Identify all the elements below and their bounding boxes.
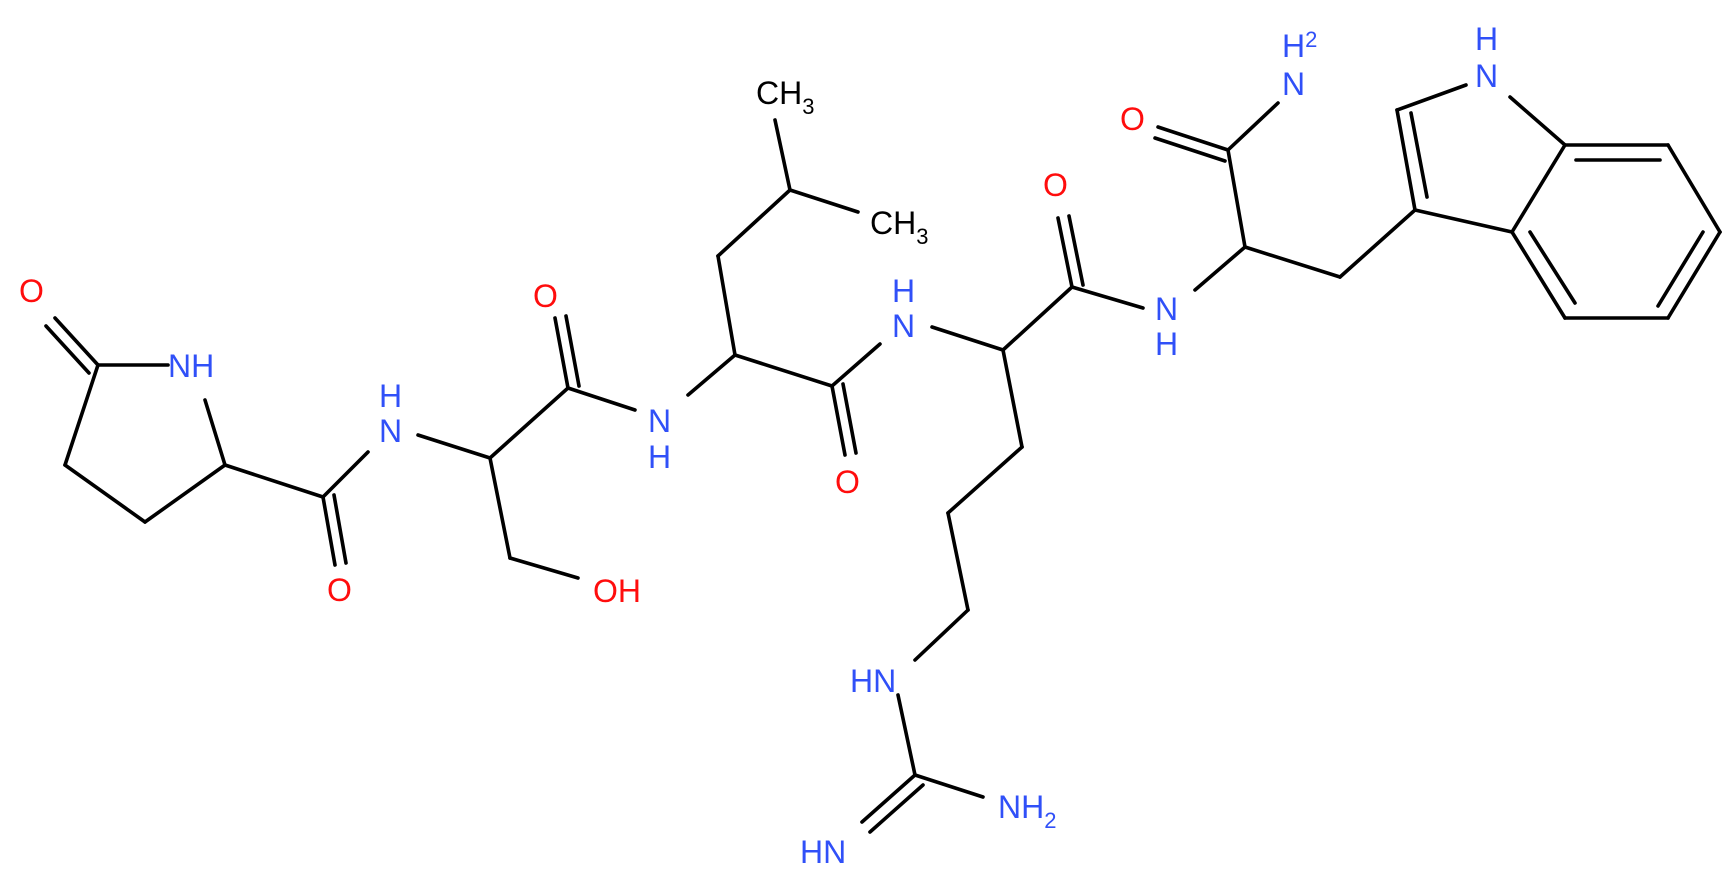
bond bbox=[841, 382, 858, 455]
bond bbox=[553, 316, 570, 390]
bond bbox=[1226, 148, 1247, 249]
bond bbox=[1666, 230, 1722, 320]
guanidine-nh2-subscript: 2 bbox=[1044, 808, 1056, 833]
bond bbox=[63, 463, 147, 524]
bond bbox=[788, 188, 860, 214]
atom-guanidine-nh2: NH2 bbox=[998, 789, 1056, 833]
atom-oxygen: O bbox=[1043, 167, 1068, 203]
bond bbox=[203, 398, 227, 467]
bond bbox=[868, 783, 925, 834]
atom-hydrogen: H bbox=[892, 273, 915, 309]
bond bbox=[44, 324, 91, 375]
amide-h-label: H bbox=[1282, 28, 1305, 64]
bond bbox=[63, 363, 100, 467]
atom-methyl: CH3 bbox=[756, 75, 814, 119]
bond bbox=[1193, 245, 1247, 292]
bond bbox=[1395, 83, 1468, 112]
bond bbox=[1395, 108, 1417, 212]
bond bbox=[946, 445, 1024, 515]
atom-guanidine-imine: HN bbox=[800, 834, 846, 870]
atom-amide-nitrogen: N bbox=[1282, 66, 1305, 102]
bond bbox=[1510, 143, 1567, 234]
atom-hydrogen: H bbox=[648, 439, 671, 475]
atom-methyl: CH3 bbox=[870, 205, 928, 249]
bond bbox=[773, 118, 792, 192]
bond bbox=[488, 386, 570, 460]
atom-nitrogen: N bbox=[1155, 291, 1178, 327]
atom-indole-nitrogen: N bbox=[1475, 58, 1498, 94]
bond bbox=[1070, 285, 1145, 310]
bond bbox=[716, 254, 737, 357]
atom-nitrogen: N bbox=[892, 308, 915, 344]
atom-indole-hydrogen: H bbox=[1475, 21, 1498, 57]
atom-hydrogen: H bbox=[1155, 326, 1178, 362]
atom-nh-ring: NH bbox=[168, 348, 214, 384]
methyl-subscript: 3 bbox=[916, 224, 928, 249]
atom-oxygen: O bbox=[533, 278, 558, 314]
bond bbox=[1666, 143, 1722, 234]
bond bbox=[508, 556, 580, 580]
methyl-label: CH bbox=[756, 75, 802, 111]
atom-amide-hydrogen: H2 bbox=[1282, 27, 1317, 64]
bond-layer bbox=[44, 83, 1722, 834]
bond bbox=[830, 342, 882, 388]
bond bbox=[913, 773, 985, 799]
guanidine-nh2-label: NH bbox=[998, 789, 1044, 825]
methyl-subscript: 3 bbox=[802, 94, 814, 119]
bond bbox=[223, 463, 325, 499]
bond bbox=[1153, 136, 1227, 163]
bond bbox=[1056, 216, 1074, 289]
atom-oxygen: O bbox=[19, 273, 44, 309]
bond bbox=[566, 386, 637, 412]
atom-oxygen: O bbox=[835, 464, 860, 500]
bond bbox=[1243, 245, 1342, 279]
bond bbox=[1656, 230, 1705, 308]
bond bbox=[332, 493, 348, 565]
atom-oxygen: O bbox=[1120, 101, 1145, 137]
bond bbox=[716, 188, 792, 258]
bond bbox=[53, 316, 100, 367]
bond bbox=[830, 384, 847, 457]
bond bbox=[1510, 230, 1567, 320]
bond bbox=[860, 773, 917, 824]
bond bbox=[686, 353, 737, 397]
bond bbox=[321, 495, 337, 567]
bond bbox=[1409, 111, 1429, 199]
atom-hydroxyl: OH bbox=[593, 573, 641, 609]
bond bbox=[143, 463, 227, 524]
bond bbox=[913, 608, 970, 662]
bond bbox=[564, 314, 581, 388]
bond bbox=[1508, 95, 1567, 147]
bond bbox=[1528, 230, 1577, 305]
bond bbox=[321, 450, 370, 499]
atom-nitrogen: N bbox=[648, 403, 671, 439]
bond bbox=[733, 353, 834, 388]
atom-guanidine-nh: HN bbox=[850, 663, 896, 699]
bond bbox=[946, 511, 970, 612]
bond bbox=[896, 693, 917, 777]
bond bbox=[1001, 348, 1024, 449]
bond bbox=[488, 456, 512, 560]
atom-label-layer: O NH O H N OH O N H CH3 CH3 O N H O N H … bbox=[19, 21, 1498, 870]
bond bbox=[1156, 125, 1230, 152]
atom-hydrogen: H bbox=[379, 378, 402, 414]
bond bbox=[416, 433, 492, 460]
atom-nitrogen: N bbox=[379, 413, 402, 449]
bond bbox=[1226, 101, 1280, 152]
methyl-label: CH bbox=[870, 205, 916, 241]
bond bbox=[1001, 285, 1074, 352]
bond bbox=[1067, 214, 1085, 287]
amide-h-subscript: 2 bbox=[1305, 27, 1317, 52]
atom-oxygen: O bbox=[327, 572, 352, 608]
bond bbox=[930, 325, 1005, 352]
bond bbox=[1338, 208, 1417, 279]
bond bbox=[1413, 208, 1514, 234]
